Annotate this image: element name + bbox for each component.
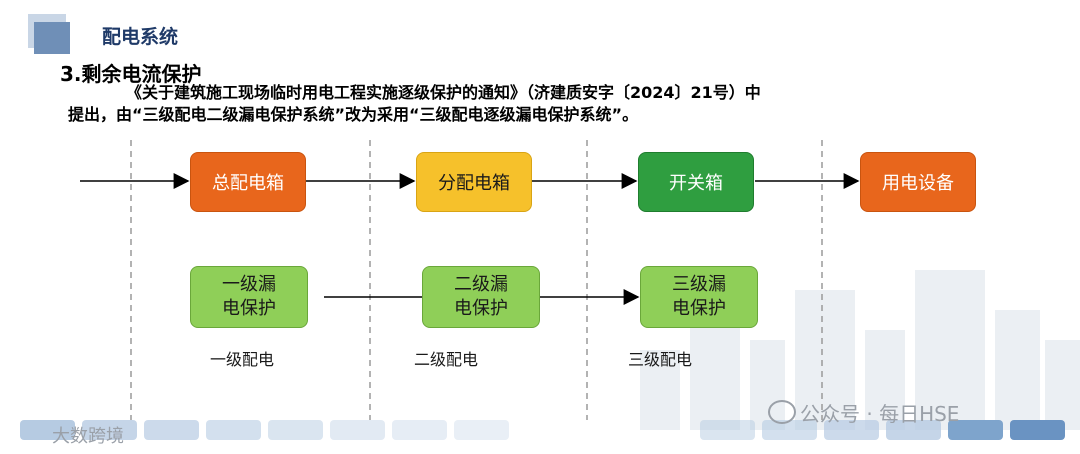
watermark-left: 大数跨境 (52, 422, 124, 448)
main-distribution-box: 总配电箱 (190, 152, 306, 212)
footer-bar (330, 420, 385, 440)
level-3-label: 三级配电 (628, 346, 692, 370)
box-line: 三级漏 (672, 274, 726, 295)
footer-bar (1010, 420, 1065, 440)
watermark-wechat: 公众号 · 每日HSE (800, 398, 959, 427)
wechat-icon (768, 400, 796, 424)
level-2-leakage-protection-box: 二级漏电保护 (422, 266, 540, 328)
footer-bar (454, 420, 509, 440)
box-line: 电保护 (222, 298, 276, 319)
footer-bar (392, 420, 447, 440)
level-3-leakage-protection-box: 三级漏电保护 (640, 266, 758, 328)
level-1-leakage-protection-box: 一级漏电保护 (190, 266, 308, 328)
footer-bar (144, 420, 199, 440)
box-line: 电保护 (672, 298, 726, 319)
footer-bar (268, 420, 323, 440)
electrical-equipment-box: 用电设备 (860, 152, 976, 212)
box-line: 二级漏 (454, 274, 508, 295)
sub-distribution-box: 分配电箱 (416, 152, 532, 212)
level-1-label: 一级配电 (210, 346, 274, 370)
footer-bar (206, 420, 261, 440)
box-line: 一级漏 (222, 274, 276, 295)
level-2-label: 二级配电 (414, 346, 478, 370)
footer-bar (700, 420, 755, 440)
box-line: 电保护 (454, 298, 508, 319)
switch-box: 开关箱 (638, 152, 754, 212)
